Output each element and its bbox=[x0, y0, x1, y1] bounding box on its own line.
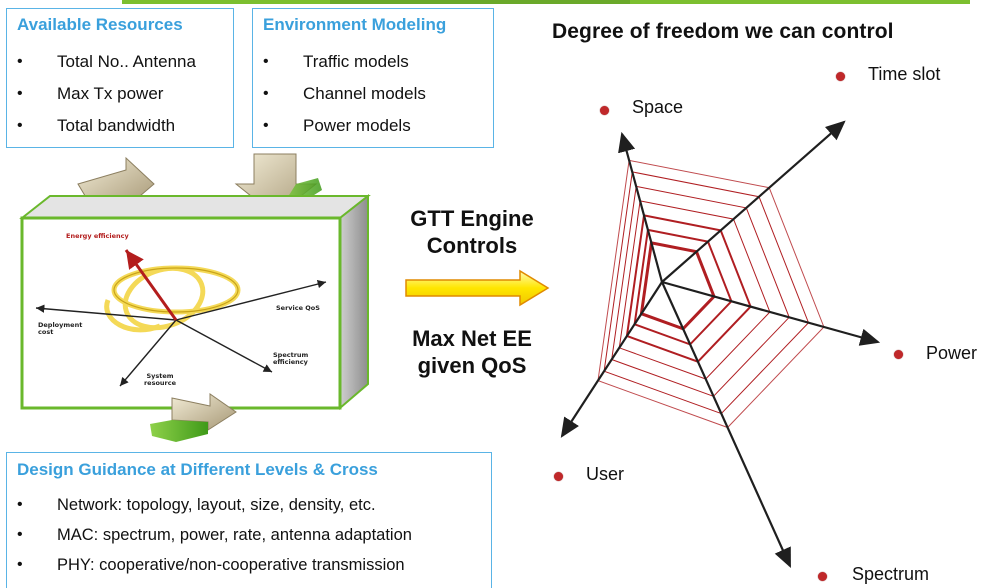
radar-ring bbox=[597, 159, 825, 429]
radar-ring bbox=[639, 241, 716, 331]
list-item: Network: topology, layout, size, density… bbox=[15, 493, 412, 523]
design-guidance-list: Network: topology, layout, size, density… bbox=[15, 493, 412, 583]
list-item: Max Tx power bbox=[15, 83, 196, 115]
environment-modeling-title: Environment Modeling bbox=[263, 15, 447, 34]
axis-label-spectrum: Spectrum bbox=[852, 564, 930, 584]
engine-controls-text: GTT Engine Controls bbox=[396, 205, 548, 259]
available-resources-list: Total No.. Antenna Max Tx power Total ba… bbox=[15, 51, 196, 147]
environment-modeling-panel: Environment Modeling Traffic models Chan… bbox=[252, 8, 494, 148]
radar-axis-power bbox=[661, 280, 881, 346]
spectrum-dot bbox=[818, 572, 827, 581]
list-item: Power models bbox=[261, 115, 426, 147]
time-slot-dot bbox=[836, 72, 845, 81]
list-item: Channel models bbox=[261, 83, 426, 115]
environment-modeling-list: Traffic models Channel models Power mode… bbox=[261, 51, 426, 147]
deployment-cost-label: Deployment cost bbox=[38, 321, 83, 336]
top-accent-bar-dark bbox=[330, 0, 630, 4]
available-resources-title: Available Resources bbox=[17, 15, 183, 34]
radar-diagram bbox=[560, 120, 881, 569]
axis-label-space: Space bbox=[632, 97, 684, 117]
engine-arrow bbox=[405, 269, 550, 307]
design-guidance-panel: Design Guidance at Different Levels & Cr… bbox=[6, 452, 492, 588]
radar-ring bbox=[603, 171, 810, 415]
radar-axis-space bbox=[618, 131, 664, 283]
engine-line-4: given QoS bbox=[417, 353, 527, 378]
user-dot bbox=[554, 472, 563, 481]
design-guidance-title: Design Guidance at Different Levels & Cr… bbox=[17, 460, 378, 479]
engine-line-3: Max Net EE bbox=[412, 326, 532, 351]
radar-ring bbox=[625, 214, 752, 363]
tradeoff-box-illustration bbox=[19, 153, 371, 442]
spectrum-efficiency-label: Spectrum efficiency bbox=[273, 351, 309, 366]
output-arrow bbox=[150, 393, 237, 442]
power-dot bbox=[894, 350, 903, 359]
max-net-ee-text: Max Net EE given QoS bbox=[396, 325, 548, 379]
service-qos-label: Service QoS bbox=[276, 304, 320, 312]
radar-title: Degree of freedom we can control bbox=[552, 20, 894, 43]
energy-efficiency-label: Energy efficiency bbox=[66, 232, 129, 240]
list-item: PHY: cooperative/non-cooperative transmi… bbox=[15, 553, 412, 583]
list-item: Total bandwidth bbox=[15, 115, 196, 147]
space-dot bbox=[600, 106, 609, 115]
axis-label-power: Power bbox=[926, 343, 978, 363]
engine-line-1: GTT Engine bbox=[410, 206, 534, 231]
list-item: MAC: spectrum, power, rate, antenna adap… bbox=[15, 523, 412, 553]
list-item: Total No.. Antenna bbox=[15, 51, 196, 83]
list-item: Traffic models bbox=[261, 51, 426, 83]
radar-axis-spectrum bbox=[660, 281, 792, 569]
axis-label-user: User bbox=[586, 464, 625, 484]
axis-label-time-slot: Time slot bbox=[868, 64, 941, 84]
available-resources-panel: Available Resources Total No.. Antenna M… bbox=[6, 8, 234, 148]
radar-axis-user bbox=[560, 281, 663, 438]
system-resource-label: System resource bbox=[143, 372, 177, 387]
engine-line-2: Controls bbox=[426, 233, 518, 258]
radar-ring bbox=[633, 228, 733, 346]
radar-ring bbox=[611, 185, 790, 397]
radar-axis-time-slot bbox=[661, 120, 846, 283]
radar-ring bbox=[618, 200, 771, 380]
